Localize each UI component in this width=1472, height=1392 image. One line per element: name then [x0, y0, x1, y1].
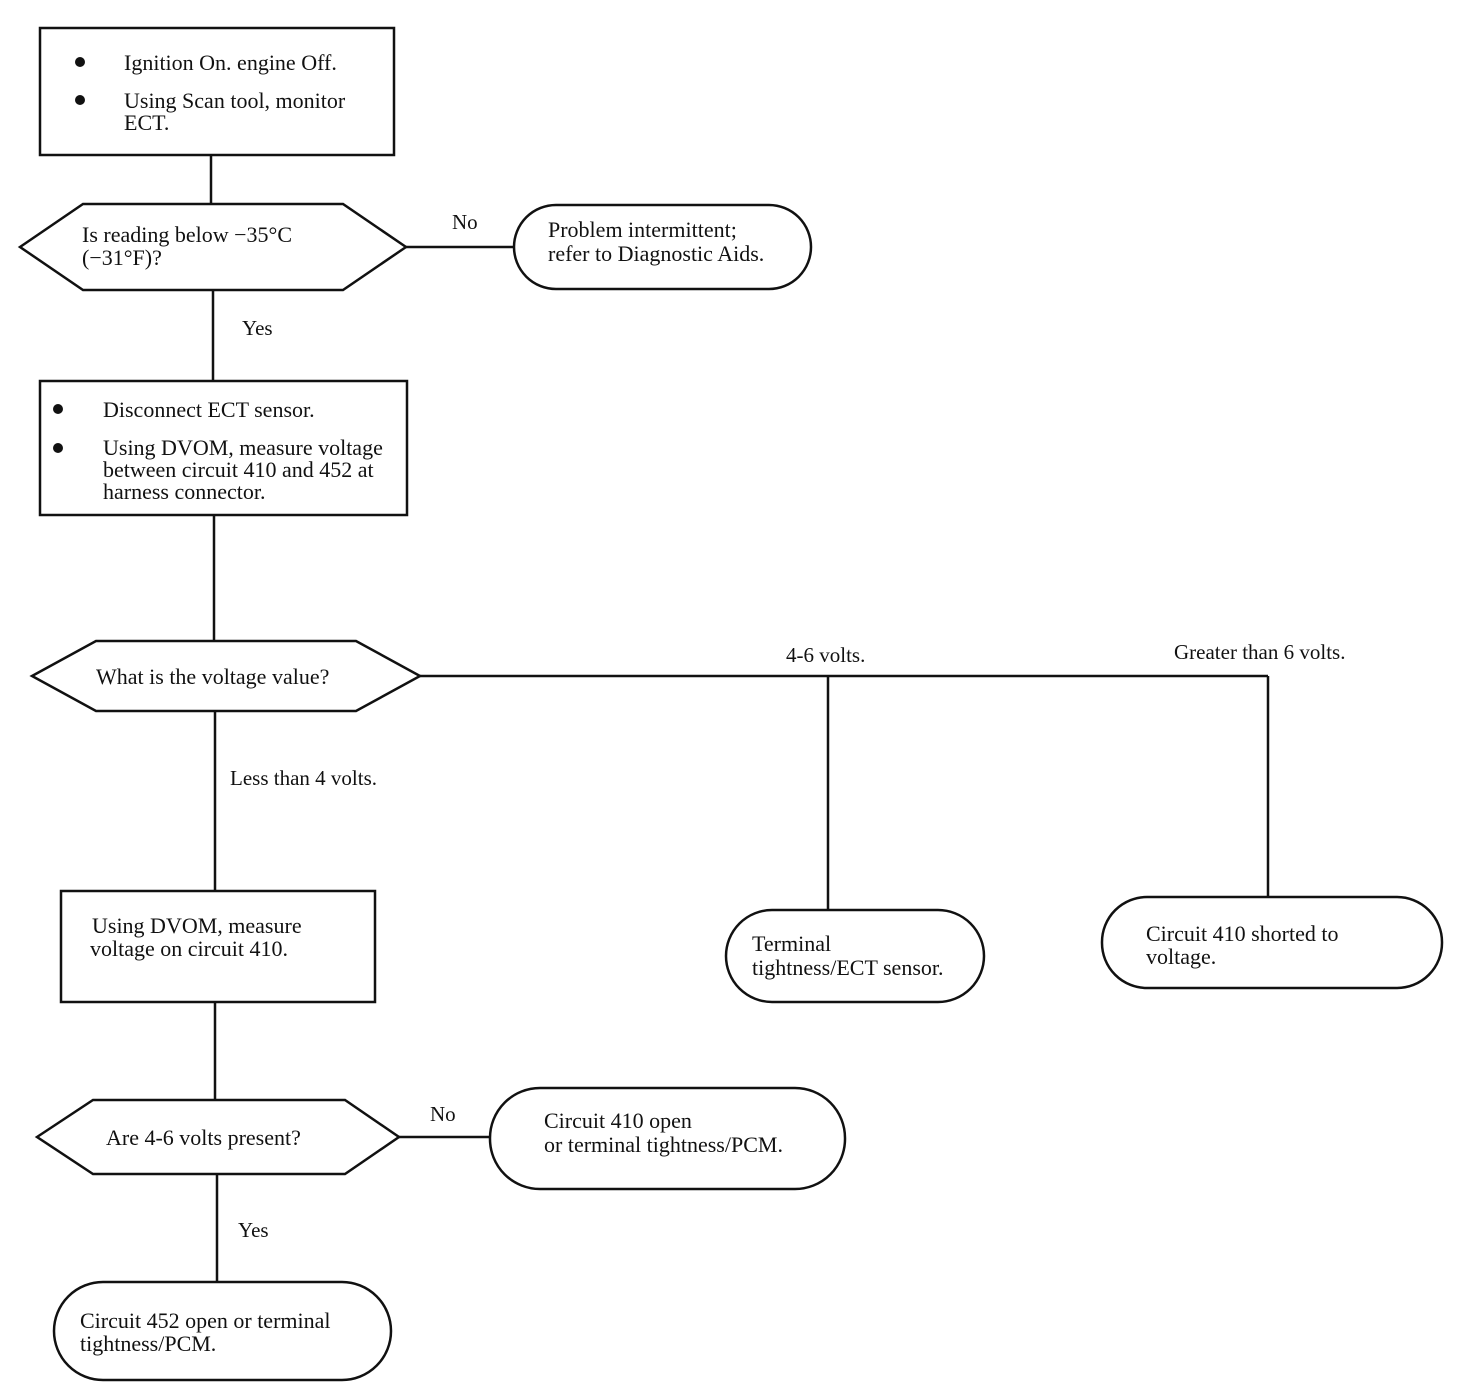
step3-line-1: Using DVOM, measure	[92, 913, 302, 938]
intermittent-line-1: Problem intermittent;	[548, 217, 737, 242]
decision2-text: What is the voltage value?	[96, 664, 330, 689]
bullet-icon	[53, 443, 63, 453]
step2-line-3: between circuit 410 and 452 at	[103, 457, 374, 482]
step1-box	[38, 26, 396, 157]
result-terminal-tightness	[724, 908, 986, 1004]
step1-line-1: Ignition On. engine Off.	[124, 50, 337, 75]
step1-line-2: Using Scan tool, monitor	[124, 88, 346, 113]
decision3-text: Are 4-6 volts present?	[106, 1125, 301, 1150]
decision1-line-1: Is reading below −35°C	[82, 222, 292, 247]
circuit452-open-line-2: tightness/PCM.	[80, 1331, 217, 1356]
circuit452-open-line-1: Circuit 452 open or terminal	[80, 1308, 331, 1333]
decision3-no-label: No	[430, 1102, 456, 1126]
decision1-yes-label: Yes	[242, 316, 273, 340]
terminal-line-2: tightness/ECT sensor.	[752, 955, 944, 980]
bullet-icon	[75, 95, 85, 105]
branch-lt4-volts-label: Less than 4 volts.	[230, 766, 377, 790]
terminal-line-1: Terminal	[752, 931, 832, 956]
branch-gt6-volts-label: Greater than 6 volts.	[1174, 640, 1346, 664]
decision1-line-2: (−31°F)?	[82, 245, 162, 270]
decision3-yes-label: Yes	[238, 1218, 269, 1242]
shorted-line-1: Circuit 410 shorted to	[1146, 921, 1339, 946]
circuit410-open-line-2: or terminal tightness/PCM.	[544, 1132, 783, 1157]
decision1-no-label: No	[452, 210, 478, 234]
decision1-diamond	[17, 202, 409, 292]
result-410-open	[488, 1086, 847, 1191]
intermittent-line-2: refer to Diagnostic Aids.	[548, 241, 765, 266]
result-shorted	[1100, 895, 1444, 990]
shorted-line-2: voltage.	[1146, 944, 1217, 969]
step2-box	[38, 379, 409, 517]
branch-4-6-volts-label: 4-6 volts.	[786, 643, 866, 667]
step3-line-2: voltage on circuit 410.	[90, 936, 288, 961]
step1-line-3: ECT.	[124, 110, 170, 135]
result-452-open	[52, 1280, 393, 1382]
step2-line-2: Using DVOM, measure voltage	[103, 435, 383, 460]
bullet-icon	[75, 57, 85, 67]
bullet-icon	[53, 404, 63, 414]
step2-line-1: Disconnect ECT sensor.	[103, 397, 315, 422]
step3-box	[59, 889, 377, 1004]
circuit410-open-line-1: Circuit 410 open	[544, 1108, 692, 1133]
step2-line-4: harness connector.	[103, 479, 266, 504]
result-intermittent-terminal	[512, 203, 813, 291]
